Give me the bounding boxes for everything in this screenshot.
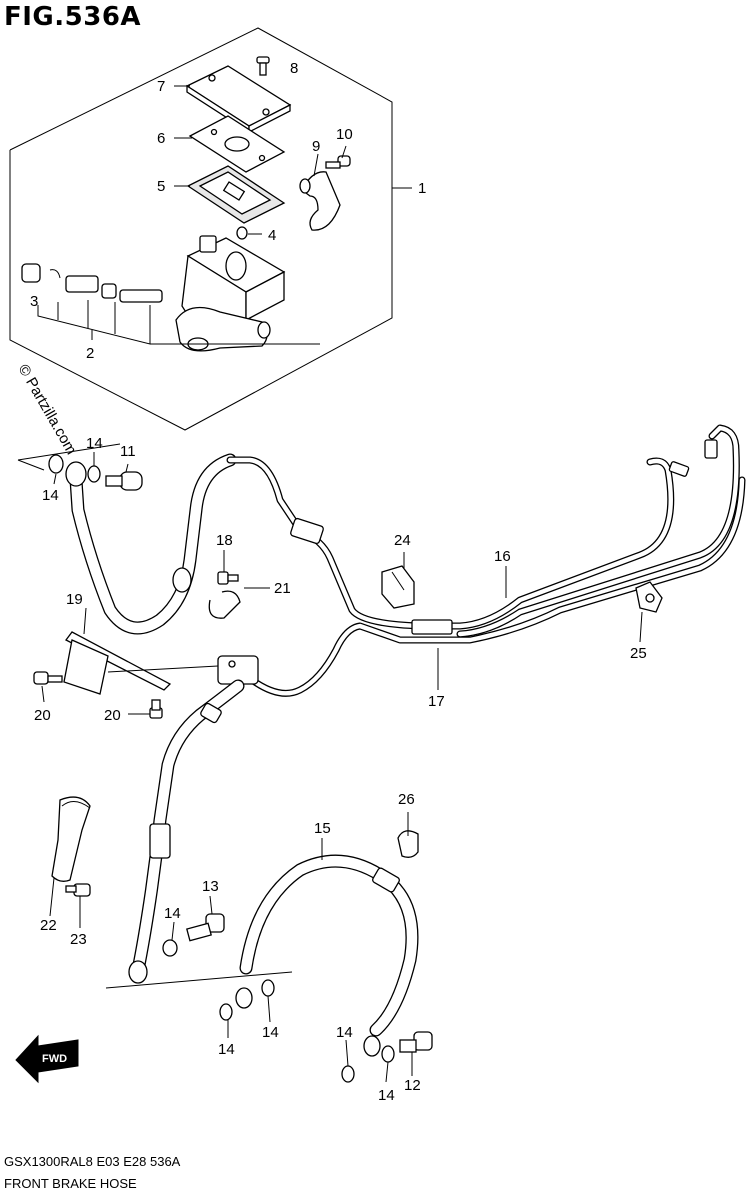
- callout-1[interactable]: 1: [418, 180, 426, 197]
- callout-19[interactable]: 18: [216, 532, 233, 549]
- callout-14-end[interactable]: 14: [378, 1087, 395, 1104]
- watermark: © Partzilla.com: [15, 362, 80, 458]
- callout-5[interactable]: 5: [157, 178, 165, 195]
- brake-hose-middle[interactable]: [128, 679, 245, 984]
- callout-4[interactable]: 4: [268, 227, 276, 244]
- brake-hose-part-17[interactable]: [235, 854, 419, 1057]
- callout-10[interactable]: 10: [336, 126, 353, 143]
- callout-13[interactable]: 13: [202, 878, 219, 895]
- brake-pipe-part-15[interactable]: [226, 424, 740, 638]
- callout-14-bottom[interactable]: 14: [218, 1041, 235, 1058]
- clamp-part-24[interactable]: [381, 565, 415, 609]
- fwd-label: FWD: [42, 1053, 67, 1065]
- bolt-part-20-left[interactable]: [33, 671, 63, 685]
- washer-part-14[interactable]: [48, 454, 101, 483]
- callout-3[interactable]: 3: [30, 293, 38, 310]
- callout-23[interactable]: 23: [70, 931, 87, 948]
- callout-26[interactable]: 26: [398, 791, 415, 808]
- clamp-part-26[interactable]: [397, 830, 419, 858]
- bolt-part-19[interactable]: [217, 571, 239, 585]
- fwd-arrow-icon: FWD: [15, 1034, 79, 1084]
- callout-7[interactable]: 7: [157, 78, 165, 95]
- callout-12[interactable]: 12: [404, 1077, 421, 1094]
- leader-lines: [41, 85, 643, 1083]
- bolt-part-10[interactable]: [325, 155, 351, 169]
- callout-labels: 8 7 6 5 4 9 10 1 3 2 14 11 14 18 21 24 1…: [30, 60, 647, 1104]
- callout-20-right[interactable]: 20: [104, 707, 121, 724]
- bracket-part-22[interactable]: [51, 796, 91, 882]
- callout-22[interactable]: 22: [40, 917, 57, 934]
- callout-14-top[interactable]: 14: [86, 435, 103, 452]
- callout-11[interactable]: 11: [120, 443, 136, 460]
- bolt-part-20-right[interactable]: [149, 699, 163, 719]
- washer-part-14-lower[interactable]: [162, 939, 178, 957]
- callout-14-mid[interactable]: 14: [164, 905, 181, 922]
- bracket-part-18[interactable]: [63, 631, 219, 695]
- plate-part-6[interactable]: [188, 115, 286, 173]
- callout-2[interactable]: 2: [86, 345, 94, 362]
- master-cylinder-body[interactable]: [175, 235, 286, 352]
- clamp-part-21[interactable]: [208, 590, 241, 619]
- piston-kit-part-2[interactable]: [21, 263, 163, 303]
- clip-part-4[interactable]: [236, 226, 248, 240]
- bolt-part-23[interactable]: [65, 883, 91, 897]
- union-bolt-part-11[interactable]: [105, 471, 143, 491]
- screw-part-8[interactable]: [256, 56, 270, 76]
- brake-pipe-part-16[interactable]: [248, 476, 746, 697]
- figure-title: FIG.536A: [4, 2, 142, 32]
- callout-14-left[interactable]: 14: [42, 487, 59, 504]
- callout-21[interactable]: 21: [274, 580, 291, 597]
- callout-8[interactable]: 8: [290, 60, 298, 77]
- callout-16[interactable]: 17: [428, 693, 445, 710]
- callout-20-left[interactable]: 20: [34, 707, 51, 724]
- joint-block[interactable]: [217, 655, 259, 685]
- callout-15[interactable]: 16: [494, 548, 511, 565]
- brake-hose-upper[interactable]: [65, 453, 237, 635]
- callout-6[interactable]: 6: [157, 130, 165, 147]
- callout-25[interactable]: 25: [630, 645, 647, 662]
- union-bolt-part-13[interactable]: [186, 913, 225, 942]
- callout-18[interactable]: 19: [66, 591, 83, 608]
- holder-part-9[interactable]: [299, 171, 341, 231]
- clamp-part-25[interactable]: [635, 581, 663, 613]
- assembly-box: [9, 27, 412, 431]
- callout-9[interactable]: 9: [312, 138, 320, 155]
- union-bolt-part-12[interactable]: [399, 1031, 433, 1053]
- callout-14-hose[interactable]: 14: [336, 1024, 353, 1041]
- diagram-caption: FRONT BRAKE HOSE: [4, 1176, 137, 1191]
- callout-24[interactable]: 24: [394, 532, 411, 549]
- washer-part-14-set[interactable]: [219, 979, 395, 1083]
- diaphragm-part-5[interactable]: [186, 165, 286, 224]
- callout-14-right[interactable]: 14: [262, 1024, 279, 1041]
- model-code: GSX1300RAL8 E03 E28 536A: [4, 1154, 181, 1169]
- callout-17[interactable]: 15: [314, 820, 331, 837]
